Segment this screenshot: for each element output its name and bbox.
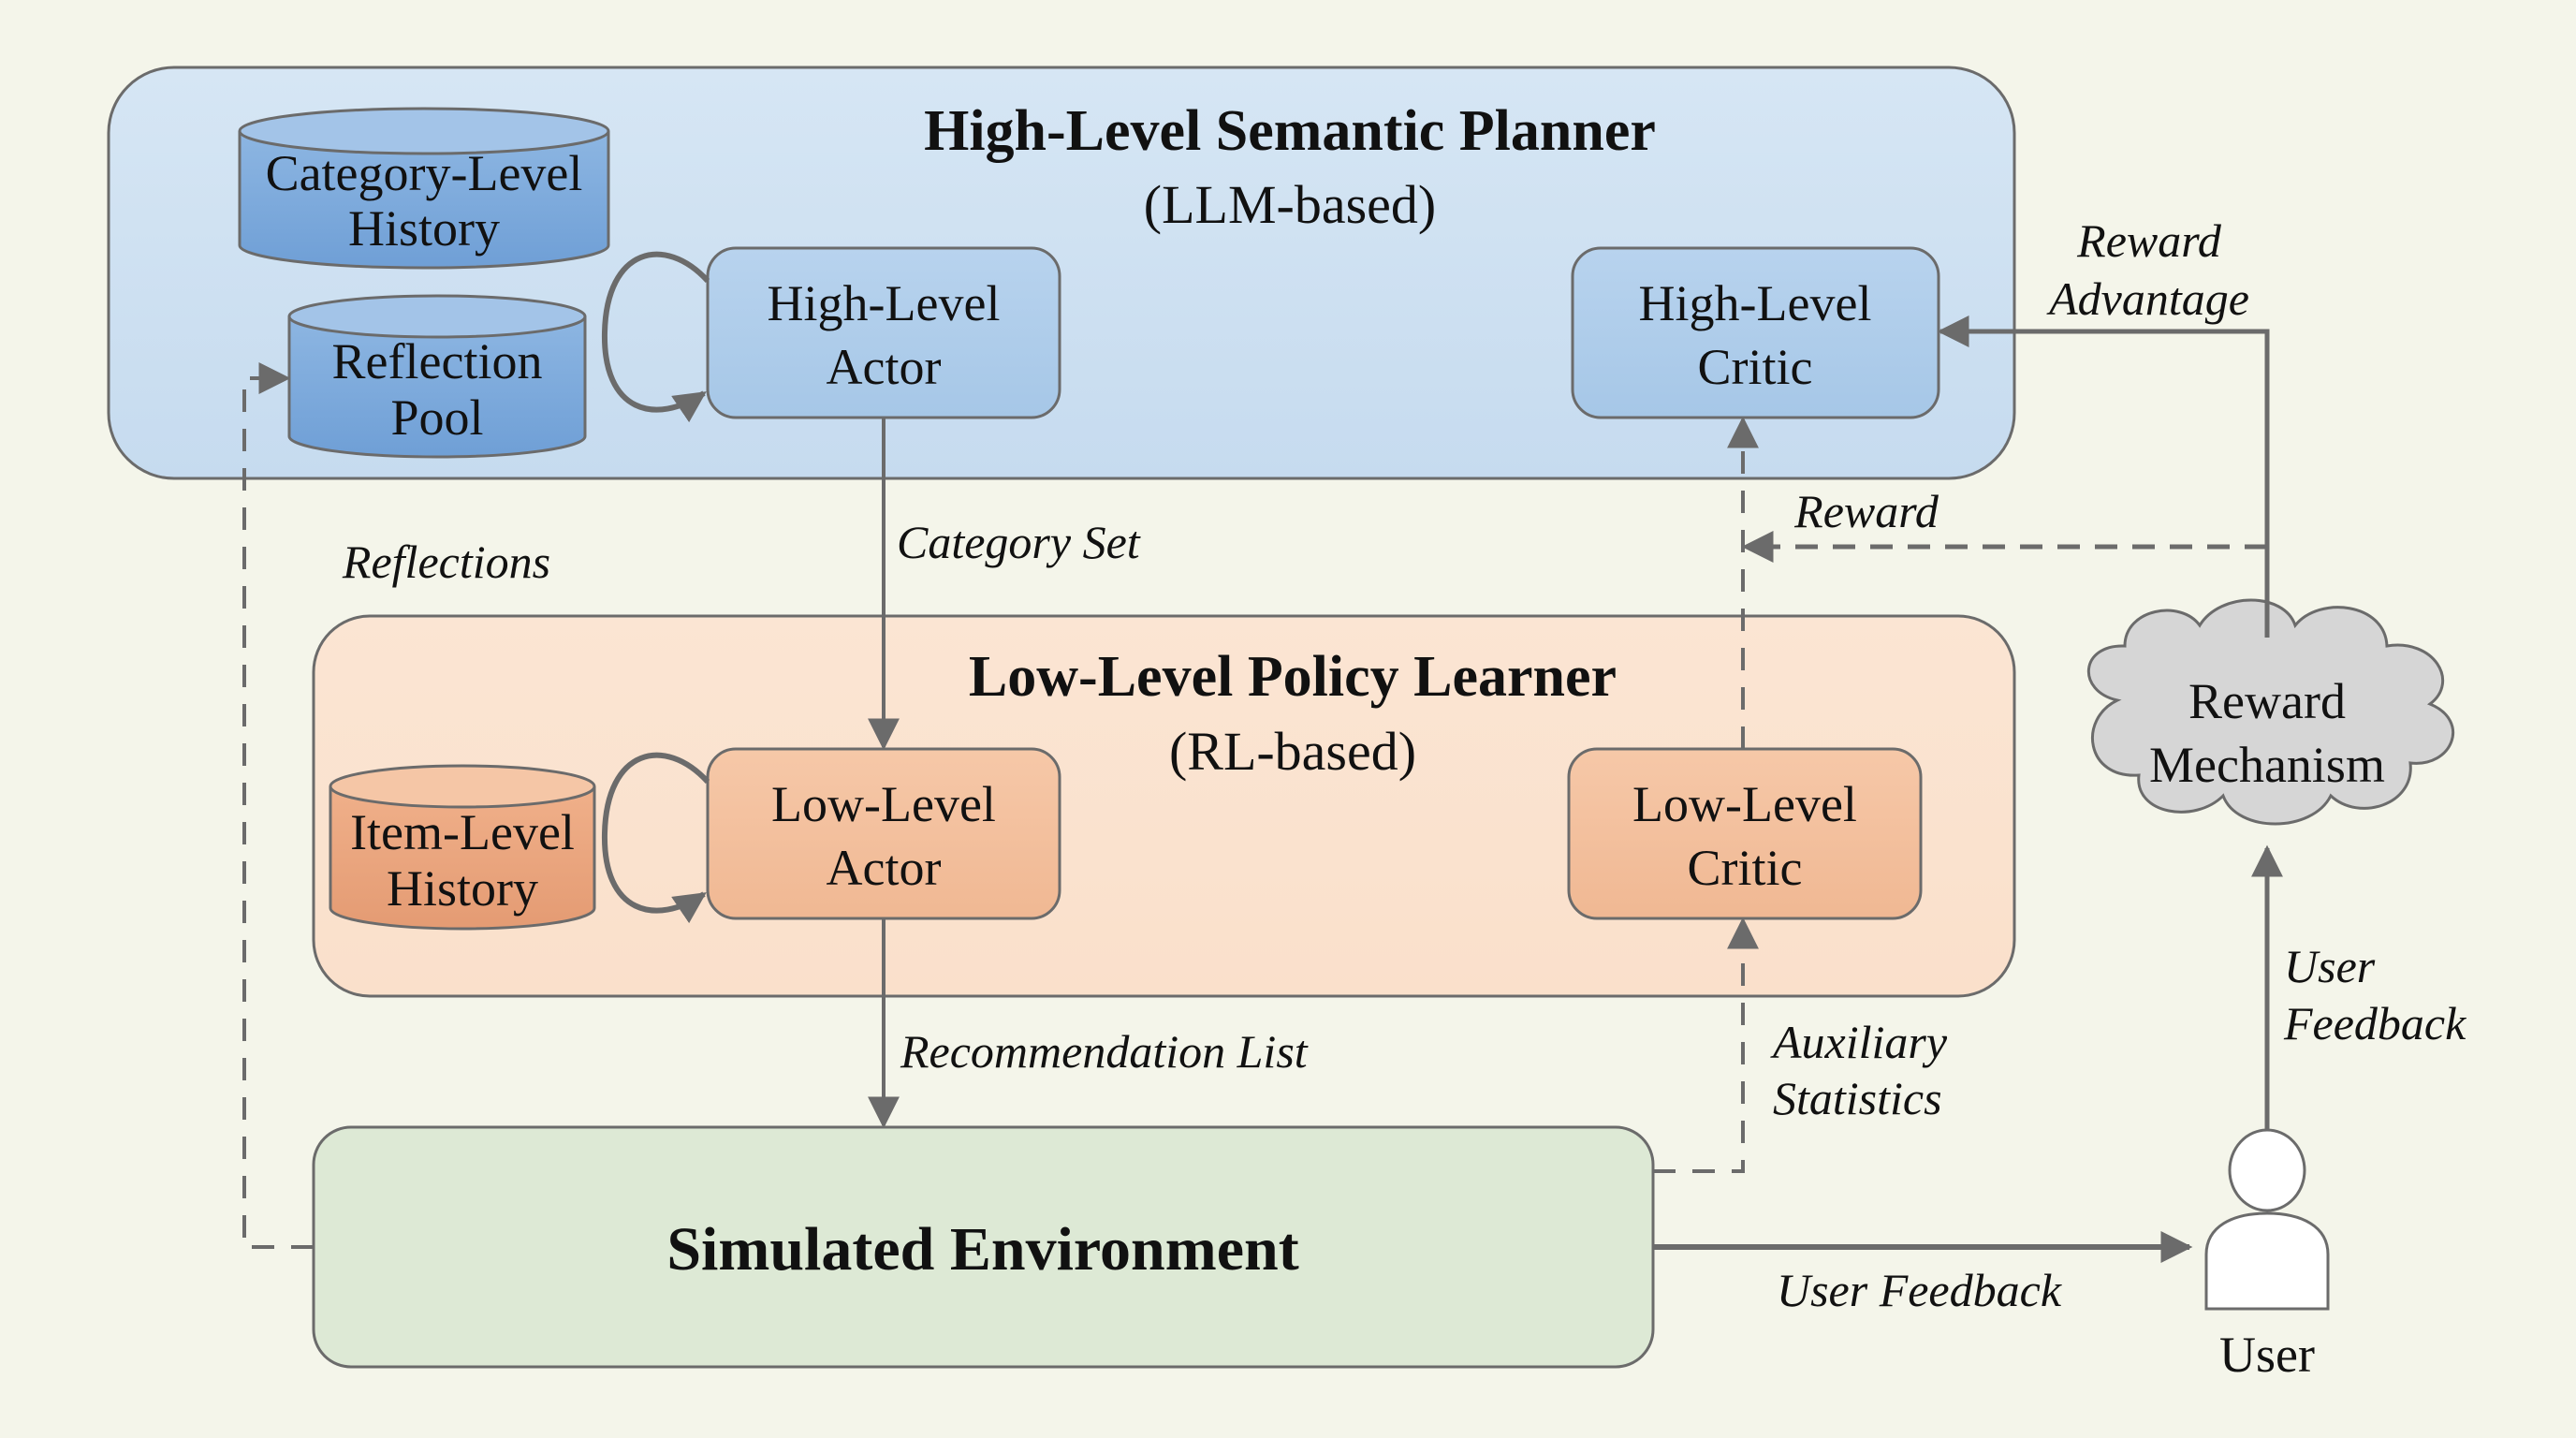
low-level-actor-label-line1: Low-Level — [771, 776, 996, 832]
category-level-history-database[interactable]: Category-Level History — [238, 107, 610, 270]
reflections-dashed-arrow — [242, 362, 314, 1249]
high-level-self-loop-arrow — [601, 251, 710, 423]
simulated-environment-node[interactable]: Simulated Environment — [312, 1125, 1655, 1369]
reward-advantage-label-line2: Advantage — [2046, 272, 2249, 325]
database-top — [238, 107, 610, 155]
auxiliary-statistics-dashed-arrow — [1653, 917, 1759, 1173]
user-node[interactable]: User — [2204, 1128, 2330, 1383]
learner-title: Low-Level Policy Learner — [969, 645, 1617, 709]
item-level-history-database[interactable]: Item-Level History — [329, 764, 596, 931]
high-level-planner: High-Level Semantic Planner (LLM-based) … — [107, 66, 2016, 480]
reflections-label: Reflections — [342, 536, 550, 588]
low-level-actor-node[interactable]: Low-Level Actor — [706, 747, 1061, 920]
user-body-icon — [2204, 1211, 2330, 1311]
low-level-critic-node[interactable]: Low-Level Critic — [1567, 747, 1923, 920]
reward-label: Reward — [1793, 485, 1939, 537]
reflection-pool-label-line2: Pool — [390, 389, 483, 446]
user-feedback-up-label-line1: User — [2284, 940, 2376, 992]
high-level-actor-node[interactable]: High-Level Actor — [706, 246, 1061, 419]
high-level-critic-node[interactable]: High-Level Critic — [1571, 246, 1940, 419]
reward-mechanism-label-line1: Reward — [2188, 673, 2346, 729]
reward-advantage-label-line1: Reward — [2076, 214, 2222, 267]
cloud-icon — [2087, 598, 2455, 826]
edges — [242, 315, 2283, 1263]
category-history-label-line2: History — [348, 200, 500, 257]
reward-advantage-arrow — [1937, 315, 2270, 638]
low-level-learner: Low-Level Policy Learner (RL-based) Item… — [312, 614, 2016, 998]
category-set-label: Category Set — [897, 516, 1141, 568]
reward-mechanism-label-line2: Mechanism — [2149, 737, 2385, 793]
high-level-critic-label-line2: Critic — [1698, 339, 1813, 395]
item-history-label-line1: Item-Level — [350, 804, 575, 860]
planner-title: High-Level Semantic Planner — [924, 99, 1656, 163]
planner-subtitle: (LLM-based) — [1144, 174, 1436, 235]
user-head-icon — [2228, 1128, 2306, 1212]
category-history-label-line1: Category-Level — [266, 145, 583, 201]
low-level-critic-label-line2: Critic — [1688, 840, 1803, 896]
reflection-pool-database[interactable]: Reflection Pool — [287, 294, 587, 459]
reward-mechanism-node[interactable]: Reward Mechanism — [2087, 598, 2455, 826]
user-feedback-right-label: User Feedback — [1777, 1264, 2062, 1316]
low-level-self-loop-arrow — [601, 752, 710, 924]
database-icon — [238, 131, 610, 270]
database-icon — [287, 316, 587, 459]
database-top — [329, 764, 596, 809]
low-level-critic-label-line1: Low-Level — [1632, 776, 1857, 832]
simulated-environment-label: Simulated Environment — [666, 1215, 1298, 1284]
high-level-actor-label-line1: High-Level — [768, 275, 1001, 331]
database-icon — [329, 786, 596, 931]
high-level-critic-label-line1: High-Level — [1639, 275, 1872, 331]
database-top — [287, 294, 587, 339]
user-feedback-up-label-line2: Feedback — [2283, 997, 2466, 1049]
user-label: User — [2219, 1327, 2315, 1383]
recommendation-list-label: Recommendation List — [900, 1025, 1309, 1078]
low-level-actor-label-line2: Actor — [827, 840, 942, 896]
learner-subtitle: (RL-based) — [1169, 721, 1416, 782]
high-level-actor-label-line2: Actor — [827, 339, 942, 395]
reflection-pool-label-line1: Reflection — [332, 333, 543, 389]
auxiliary-statistics-label-line2: Statistics — [1773, 1072, 1942, 1124]
edge-labels: Reflections Category Set Recommendation … — [342, 214, 2466, 1316]
auxiliary-statistics-label-line1: Auxiliary — [1770, 1016, 1948, 1068]
item-history-label-line2: History — [387, 860, 538, 917]
